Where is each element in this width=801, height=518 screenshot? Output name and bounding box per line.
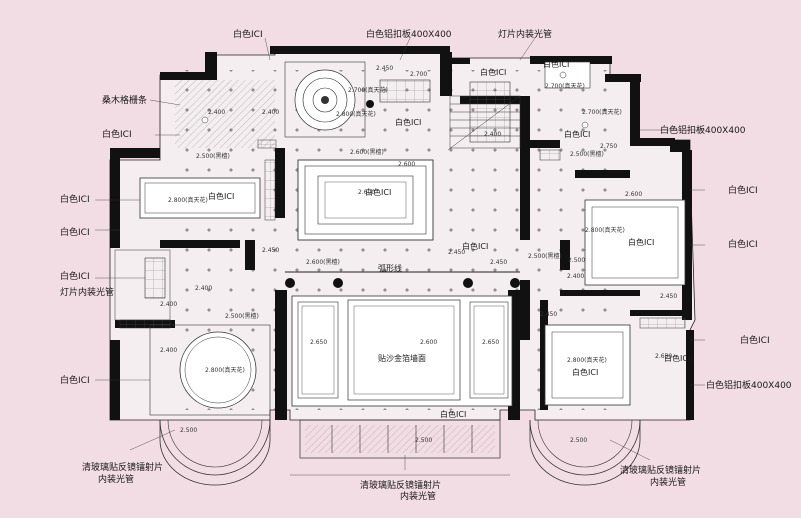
label-right-aluminum-2: 白色铝扣板400X400 bbox=[706, 381, 792, 391]
dim-mark: 2.600 bbox=[358, 189, 376, 196]
dim-mark: 2.600(黑檀) bbox=[350, 149, 384, 156]
dim-mark: 2.700(真天花) bbox=[545, 83, 585, 90]
dim-mark: 2.650 bbox=[482, 339, 500, 346]
round-ceiling-top bbox=[284, 61, 366, 138]
label-room-ici-right: 白色ICI bbox=[628, 238, 655, 247]
dim-mark: 2.400 bbox=[208, 109, 226, 116]
label-right-ici-2: 白色ICI bbox=[728, 240, 758, 250]
dim-mark: 2.500 bbox=[180, 427, 198, 434]
label-center-ici-mid: 白色ICI bbox=[365, 188, 392, 197]
dim-mark: 2.400 bbox=[160, 347, 178, 354]
label-left-ici-4: 白色ICI bbox=[60, 272, 90, 282]
dim-mark: 2.700(真天花) bbox=[582, 109, 622, 116]
label-left-ici-1: 白色ICI bbox=[102, 130, 132, 140]
lower-center-panels bbox=[291, 295, 513, 407]
label-bl-glass-2: 内装光管 bbox=[98, 475, 135, 485]
dim-mark: 2.800(真天花) bbox=[336, 111, 376, 118]
label-room-ici-br: 白色ICI bbox=[664, 354, 691, 363]
dim-mark: 2.500 bbox=[415, 437, 433, 444]
dim-mark: 2.600 bbox=[625, 191, 643, 198]
label-gold-foil: 贴沙金箔墙面 bbox=[378, 354, 426, 363]
dim-mark: 2.600 bbox=[398, 161, 416, 168]
label-center-ici-bottom: 白色ICI bbox=[440, 410, 467, 419]
label-room-ici-tr2: 白色ICI bbox=[543, 60, 570, 69]
label-sauna-wood: 桑木格栅条 bbox=[102, 96, 148, 106]
label-room-ici-tr: 白色ICI bbox=[480, 68, 507, 77]
dim-mark: 2.700 bbox=[410, 71, 428, 78]
dim-mark: 2.800(真天花) bbox=[168, 197, 208, 204]
dim-mark: 2.650 bbox=[655, 353, 673, 360]
dim-mark: 2.450 bbox=[490, 259, 508, 266]
dim-mark: 2.400 bbox=[160, 301, 178, 308]
label-center-ici-top: 白色ICI bbox=[395, 118, 422, 127]
dim-mark: 2.800(真天花) bbox=[585, 227, 625, 234]
dim-mark: 2.450 bbox=[540, 311, 558, 318]
label-center-ici-mid2: 白色ICI bbox=[462, 242, 489, 251]
dim-mark: 2.450 bbox=[660, 293, 678, 300]
label-bl-glass-1: 清玻璃贴反镜镭射片 bbox=[82, 463, 164, 473]
dim-mark: 2.500(黑檀) bbox=[225, 313, 259, 320]
dim-mark: 2.800(真天花) bbox=[567, 357, 607, 364]
dim-mark: 2.650 bbox=[310, 339, 328, 346]
label-left-ici-5: 白色ICI bbox=[60, 376, 90, 386]
dim-mark: 2.450 bbox=[448, 249, 466, 256]
label-top-left-ici: 白色ICI bbox=[233, 30, 263, 40]
label-br-glass-1: 清玻璃贴反镜镭射片 bbox=[620, 466, 702, 476]
dim-mark: 2.600(黑檀) bbox=[306, 259, 340, 266]
dim-mark: 2.450 bbox=[376, 65, 394, 72]
label-top-right-tube: 灯片内装光管 bbox=[498, 30, 553, 40]
dim-mark: 2.400 bbox=[567, 273, 585, 280]
dim-mark: 2.400 bbox=[484, 131, 502, 138]
dim-mark: 2.400 bbox=[262, 109, 280, 116]
label-bc-glass-1: 清玻璃贴反镜镭射片 bbox=[360, 481, 442, 491]
dim-mark: 2.500(黑檀) bbox=[528, 253, 562, 260]
dim-mark: 2.500 bbox=[568, 257, 586, 264]
center-ceiling bbox=[297, 159, 434, 241]
dim-mark: 2.700(真天花) bbox=[348, 87, 388, 94]
label-br-glass-2: 内装光管 bbox=[650, 478, 687, 488]
dim-mark: 2.400 bbox=[195, 285, 213, 292]
label-right-aluminum-1: 白色铝扣板400X400 bbox=[660, 126, 746, 136]
dim-mark: 2.800(真天花) bbox=[205, 367, 245, 374]
label-left-tube: 灯片内装光管 bbox=[60, 288, 115, 298]
label-right-ici-3: 白色ICI bbox=[740, 336, 770, 346]
label-arc-line: 弧形线 bbox=[378, 264, 402, 273]
dim-mark: 2.500 bbox=[570, 437, 588, 444]
dim-mark: 2.450 bbox=[262, 247, 280, 254]
label-room-ici-right2: 白色ICI bbox=[572, 368, 599, 377]
label-left-ici-2: 白色ICI bbox=[60, 195, 90, 205]
dim-mark: 2.600 bbox=[420, 339, 438, 346]
label-bc-glass-2: 内装光管 bbox=[400, 492, 437, 502]
dim-mark: 2.500(黑檀) bbox=[196, 153, 230, 160]
label-left-ici-3: 白色ICI bbox=[60, 228, 90, 238]
dim-mark: 2.500(黑檀) bbox=[570, 151, 604, 158]
label-room-ici-tl2: 白色ICI bbox=[564, 130, 591, 139]
dim-mark: 2.750 bbox=[600, 143, 618, 150]
label-room-ici-left: 白色ICI bbox=[208, 192, 235, 201]
label-top-center-aluminum: 白色铝扣板400X400 bbox=[366, 30, 452, 40]
label-right-ici-1: 白色ICI bbox=[728, 186, 758, 196]
